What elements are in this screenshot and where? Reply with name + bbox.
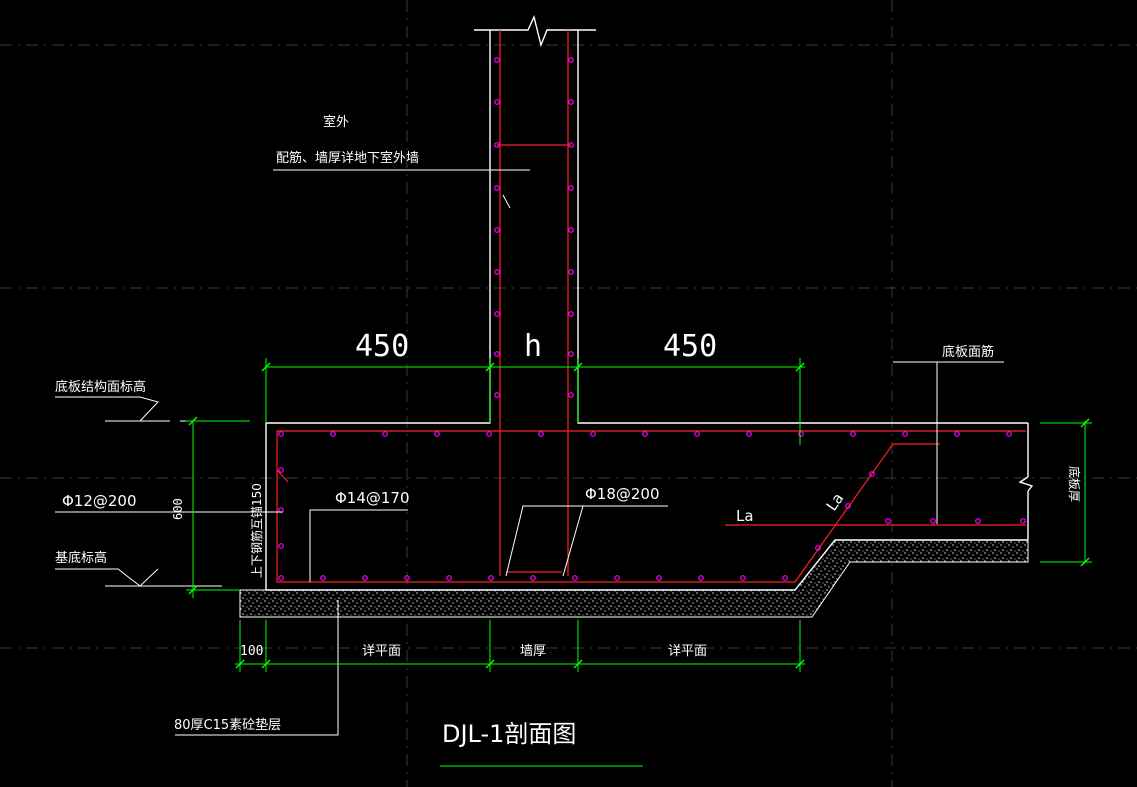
slab-hook <box>276 469 289 483</box>
label-cushion: 80厚C15素砼垫层 <box>174 717 281 733</box>
label-wall-bar: Φ18@200 <box>585 485 660 503</box>
rebar-dot <box>494 392 500 398</box>
bar-main-leader <box>309 509 408 582</box>
rebar-dot <box>568 185 574 191</box>
label-lap-note: 上下钢筋互锚150 <box>249 483 264 578</box>
rebar-dot <box>845 503 851 509</box>
label-lap-length-1: La <box>736 507 754 525</box>
rebar-dot <box>568 142 574 148</box>
rebar-dot <box>494 99 500 105</box>
annotations: 室外 配筋、墙厚详地下室外墙 底板结构面标高 基底标高 底板面筋 Φ12@200… <box>55 114 1082 748</box>
wall-bar-leader-2 <box>562 505 584 577</box>
label-slab-top-bar: 底板面筋 <box>942 344 994 360</box>
rebar-dot <box>694 431 700 437</box>
rebar-dots <box>278 57 1026 581</box>
rebar-dot <box>278 575 284 581</box>
rebar-dot <box>568 351 574 357</box>
rebar-dot <box>614 575 620 581</box>
dim-top-right: 450 <box>663 329 717 364</box>
rebar-dot <box>975 518 981 524</box>
dim-bot-2: 详平面 <box>362 644 401 659</box>
label-wall-note: 配筋、墙厚详地下室外墙 <box>276 150 419 166</box>
rebar-dot <box>494 269 500 275</box>
rebar-dot <box>278 543 284 549</box>
label-bar-main: Φ14@170 <box>335 489 410 507</box>
label-slab-top-elev: 底板结构面标高 <box>55 379 146 395</box>
slab-elev-symbol <box>55 396 170 422</box>
rebar-dot <box>278 431 284 437</box>
rebar-dot <box>815 545 821 551</box>
leader-lines <box>55 169 1004 736</box>
rebar-dot <box>494 351 500 357</box>
rebar-dot <box>572 575 578 581</box>
rebar-dot <box>869 471 875 477</box>
cushion-layer <box>239 539 1029 618</box>
rebar-dot <box>320 575 326 581</box>
dimension-ticks <box>188 362 1090 669</box>
rebar-dot <box>902 431 908 437</box>
cushion-leader <box>175 600 339 736</box>
dim-bot-3: 墙厚 <box>520 644 546 659</box>
rebar-dot <box>330 431 336 437</box>
top-bar-leader <box>893 361 1004 524</box>
rebar-dot <box>494 142 500 148</box>
rebar-dot <box>568 392 574 398</box>
rebar-dot <box>954 431 960 437</box>
rebar-dot <box>446 575 452 581</box>
dim-top-left: 450 <box>355 329 409 364</box>
rebar-dot <box>434 431 440 437</box>
rebar-dot <box>538 431 544 437</box>
rebar-dot <box>746 431 752 437</box>
rebar-dot <box>494 227 500 233</box>
rebar-dot <box>782 575 788 581</box>
rebar-dot <box>404 575 410 581</box>
label-base-elev: 基底标高 <box>55 550 107 566</box>
rebar-dot <box>568 311 574 317</box>
rebar-dot <box>530 575 536 581</box>
label-lap-length-2: La <box>823 490 848 515</box>
dim-height: 600 <box>171 498 185 520</box>
wall-bar-leader-1 <box>505 505 668 577</box>
rebar-dot <box>278 467 284 473</box>
label-outside: 室外 <box>323 114 349 130</box>
rebar-dot <box>698 575 704 581</box>
wall-break-mark <box>474 14 596 48</box>
rebar-dot <box>1020 518 1026 524</box>
rebar-dot <box>656 575 662 581</box>
rebar-dot <box>494 185 500 191</box>
rebar-dot <box>590 431 596 437</box>
rebar-dot <box>494 311 500 317</box>
slab-break-mark <box>1018 476 1034 492</box>
rebar-dot <box>494 57 500 63</box>
label-bar-left: Φ12@200 <box>62 492 137 510</box>
dim-bot-4: 详平面 <box>668 644 707 659</box>
drawing-title: DJL-1剖面图 <box>442 720 576 748</box>
dim-bot-1: 100 <box>240 644 263 659</box>
rebar-dot <box>382 431 388 437</box>
rebar-dot <box>885 518 891 524</box>
wall-note-tick <box>502 194 511 209</box>
rebar-dot <box>798 431 804 437</box>
rebar-dot <box>850 431 856 437</box>
rebar-dot <box>486 431 492 437</box>
rebar-dot <box>642 431 648 437</box>
rebar-dot <box>740 575 746 581</box>
dim-top-mid: h <box>524 329 542 364</box>
rebar-dot <box>568 57 574 63</box>
rebar-dot <box>362 575 368 581</box>
rebar-dot <box>568 269 574 275</box>
rebar-dot <box>930 518 936 524</box>
rebar-dot <box>488 575 494 581</box>
rebar-dot <box>568 227 574 233</box>
rebar-dot <box>1006 431 1012 437</box>
slab-rebar-main <box>276 430 1026 583</box>
base-elev-symbol <box>55 568 159 587</box>
rebar-lines <box>276 30 1026 583</box>
label-slab-thickness: 底板厚 <box>1067 466 1082 502</box>
rebar-dot <box>568 99 574 105</box>
